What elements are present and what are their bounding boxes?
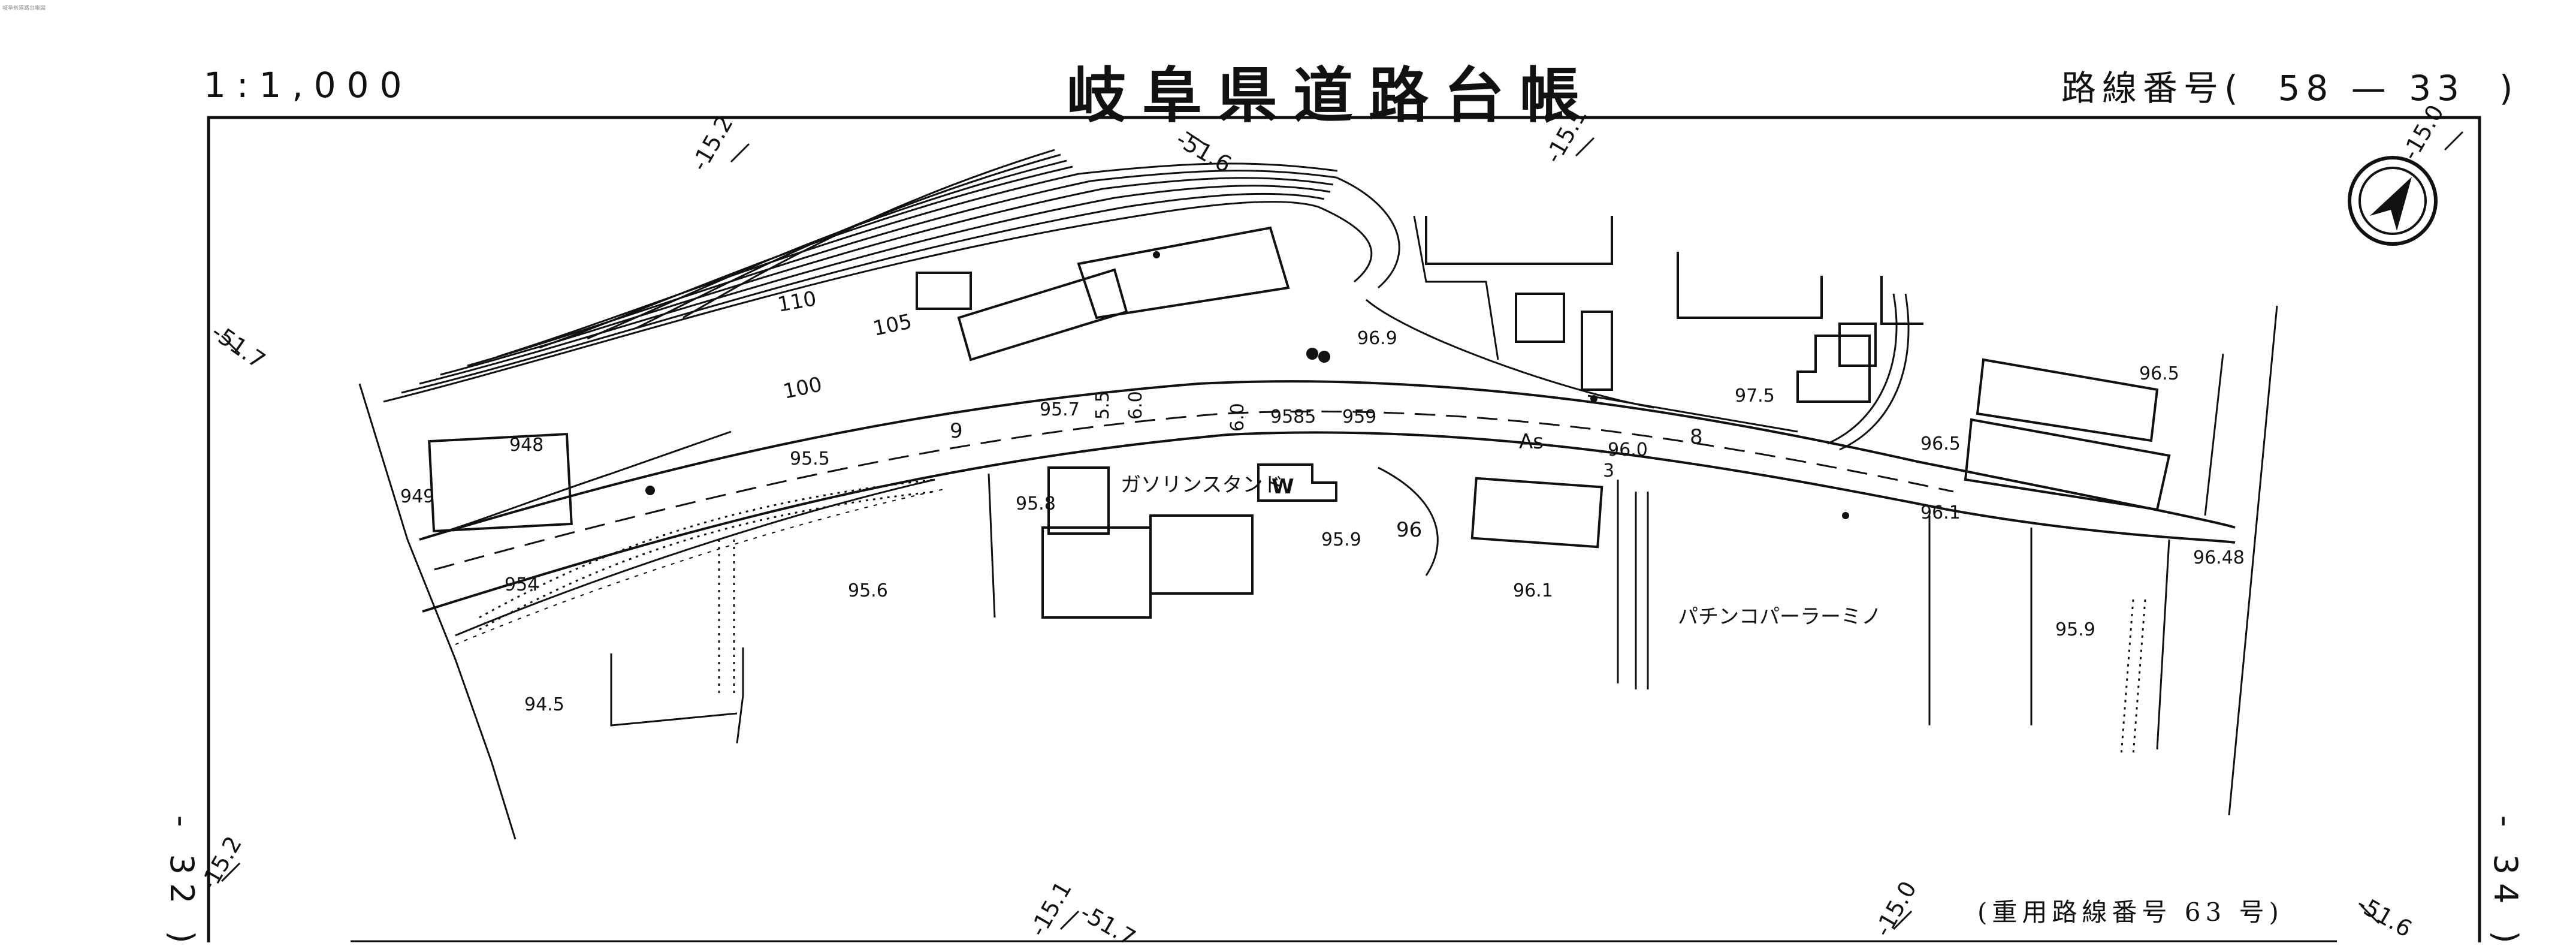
elevation: 95.6 — [848, 580, 888, 601]
building — [1470, 477, 1603, 549]
embankment-hatching — [479, 478, 2146, 756]
elevation: 948 — [509, 435, 543, 456]
elevation: 96.48 — [2193, 547, 2245, 568]
route-number-label: 路線番号( 58 — 33 ) — [2061, 60, 2519, 110]
road-width: 6.0 — [1227, 403, 1248, 432]
contour-lines — [383, 149, 1400, 403]
building — [1796, 335, 1871, 403]
elevation: 949 — [400, 486, 434, 507]
building — [1964, 418, 2171, 511]
elevation: 9585 — [1270, 406, 1316, 427]
reference-route: (重用路線番号 63 号) — [1977, 897, 2284, 927]
elevation: 95.9 — [2055, 619, 2095, 640]
building — [1425, 216, 1613, 265]
building-w-label: W — [1272, 475, 1294, 499]
elevation: 95.9 — [1321, 529, 1361, 550]
building — [1677, 252, 1823, 319]
route-suffix: ) — [2499, 68, 2519, 109]
elevation: 96.1 — [1513, 580, 1553, 601]
corner-note: 岐阜県道路台帳図 — [2, 5, 46, 11]
elevation: 96.5 — [2139, 363, 2179, 384]
elevation: 94.5 — [524, 694, 564, 715]
building — [1515, 293, 1565, 343]
map-frame — [207, 116, 2481, 942]
grid-label: -51.7 — [207, 318, 270, 373]
elevation: 96.0 — [1608, 439, 1648, 460]
route-number: 58 — 33 — [2278, 68, 2465, 109]
building — [1077, 226, 1290, 320]
elevation: 96.9 — [1357, 328, 1397, 349]
grid-label: -51.6 — [1172, 126, 1236, 178]
contour-label: 100 — [781, 372, 825, 404]
map-text-labels: -15.2 -51.6 -15.1 -15.0 -51.7 -15.2 -15.… — [195, 100, 2449, 942]
grid-label: -15.2 — [686, 111, 738, 175]
elevation: 954 — [505, 574, 539, 595]
map-scale: 1:1,000 — [204, 65, 413, 106]
grid-label: -51.7 — [1076, 899, 1140, 942]
gas-station-label: ガソリンスタンド — [1121, 473, 1283, 497]
building — [1880, 276, 1923, 325]
grid-label: -15.1 — [1025, 876, 1077, 941]
surface-label: As — [1519, 430, 1544, 454]
road-width: 5.5 — [1092, 391, 1113, 420]
road-width: 6.0 — [1125, 391, 1146, 420]
elevation: 97.5 — [1735, 385, 1775, 406]
elevation: 95.8 — [1016, 493, 1056, 514]
road-width: 8 — [1690, 425, 1703, 449]
route-prefix: 路線番号( — [2061, 68, 2244, 109]
building — [916, 272, 972, 310]
elevation: 959 — [1342, 406, 1376, 427]
building — [1149, 514, 1254, 595]
elevation: 96.1 — [1920, 502, 1961, 523]
north-arrow-icon — [2348, 156, 2438, 246]
building — [957, 268, 1128, 361]
buildings — [428, 216, 2171, 619]
grid-label: -15.0 — [1870, 876, 1922, 941]
contour-label: 105 — [871, 309, 914, 341]
building — [1976, 358, 2159, 442]
building — [1047, 466, 1110, 535]
pachinko-label: パチンコパーラーミノ — [1678, 605, 1882, 629]
grid-label: -51.6 — [2352, 890, 2417, 942]
grid-label: -15.1 — [1540, 103, 1592, 167]
parcel-lines — [358, 215, 2278, 840]
building — [1581, 311, 1613, 391]
grid-ticks — [221, 131, 2464, 930]
elevation: 95.7 — [1040, 399, 1080, 420]
grid-label: -15.0 — [2397, 100, 2449, 164]
building — [1838, 323, 1877, 367]
contour-label: 96 — [1396, 518, 1422, 542]
road-width: 3 — [1603, 460, 1614, 481]
building — [1041, 526, 1152, 619]
elevation: 95.5 — [790, 448, 830, 469]
building-w — [1257, 463, 1337, 502]
survey-points — [645, 251, 1849, 519]
road-edges — [419, 380, 2236, 645]
road-width: 9 — [950, 419, 963, 443]
contour-label: 110 — [776, 287, 819, 317]
elevation: 96.5 — [1920, 433, 1961, 454]
building — [428, 432, 573, 533]
